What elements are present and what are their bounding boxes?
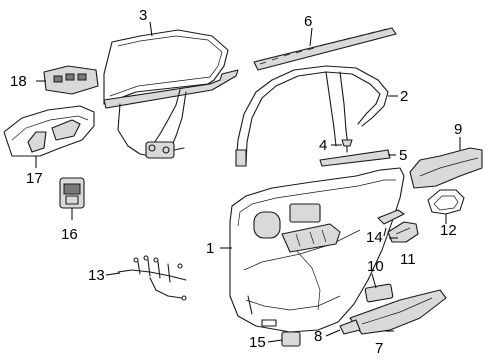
armrest-clip bbox=[339, 319, 361, 335]
door-handle bbox=[387, 221, 419, 243]
callout-3: 3 bbox=[139, 7, 147, 24]
callout-4: 4 bbox=[319, 137, 327, 154]
window-frame-assembly bbox=[103, 29, 239, 159]
seat-switch-panel bbox=[3, 105, 95, 157]
callout-1: 1 bbox=[206, 240, 214, 257]
switch-block bbox=[59, 177, 85, 209]
callout-10: 10 bbox=[367, 258, 384, 275]
callout-6: 6 bbox=[304, 13, 312, 30]
small-block bbox=[281, 331, 301, 347]
small-switch bbox=[377, 209, 405, 225]
belt-molding bbox=[253, 27, 397, 71]
clip-part bbox=[341, 139, 353, 153]
door-trim-panel bbox=[229, 167, 405, 333]
callout-18: 18 bbox=[10, 73, 27, 90]
frame-weatherstrip bbox=[235, 65, 389, 167]
callout-13: 13 bbox=[88, 267, 105, 284]
callout-14: 14 bbox=[366, 229, 383, 246]
wiring-harness bbox=[117, 255, 187, 301]
callout-17: 17 bbox=[26, 170, 43, 187]
callout-16: 16 bbox=[61, 226, 78, 243]
callout-8: 8 bbox=[314, 328, 322, 345]
callout-11: 11 bbox=[400, 251, 416, 268]
leader-lines bbox=[35, 21, 461, 343]
callout-9: 9 bbox=[454, 121, 462, 138]
window-switch bbox=[364, 283, 394, 303]
speaker-grille bbox=[427, 189, 465, 215]
trim-strip bbox=[319, 149, 391, 167]
armrest bbox=[349, 289, 447, 335]
callout-12: 12 bbox=[440, 222, 457, 239]
callout-2: 2 bbox=[400, 88, 408, 105]
memory-switch-panel bbox=[43, 65, 99, 95]
callout-7: 7 bbox=[375, 340, 383, 357]
upper-trim-panel bbox=[409, 147, 483, 189]
callout-15: 15 bbox=[249, 334, 266, 351]
callout-labels: 3 6 18 2 4 5 9 17 16 1 14 11 12 10 13 8 … bbox=[10, 7, 462, 357]
callout-5: 5 bbox=[399, 147, 407, 164]
